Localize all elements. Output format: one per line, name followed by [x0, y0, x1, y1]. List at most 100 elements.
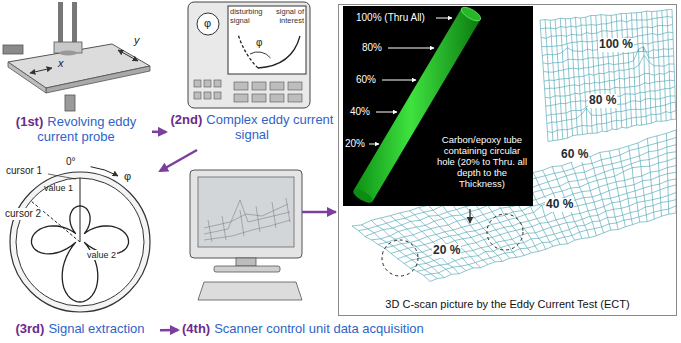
rect-shape: [214, 80, 221, 87]
polyline-shape: [208, 220, 212, 242]
rect-shape: [204, 92, 211, 99]
defect-circle: [382, 240, 418, 276]
rect-shape: [270, 94, 284, 102]
outer-ring: [10, 172, 150, 312]
cursor-label: cursor 2: [4, 208, 42, 220]
mesh-line: [581, 18, 588, 134]
flow-arrow: [152, 131, 166, 134]
step-caption: (1st)Revolving eddy current probe: [0, 114, 152, 144]
mesh-line: [362, 225, 438, 279]
rect-shape: [252, 94, 266, 102]
step-number: (3rd): [15, 321, 44, 336]
value-label: value 2: [86, 250, 117, 260]
keyboard: [198, 282, 302, 300]
rotation-arrow: [91, 167, 118, 176]
line-shape: [369, 144, 379, 145]
axis-label: y: [134, 34, 140, 47]
screen-mesh: [204, 198, 290, 242]
rect-shape: [252, 82, 266, 90]
depth-label: 80 %: [588, 94, 617, 108]
rect-shape: [214, 92, 221, 99]
display: [228, 6, 306, 74]
mesh-line: [606, 15, 612, 129]
depth-label: 60%: [356, 74, 376, 86]
depth-label: 20%: [345, 138, 365, 150]
depth-label: 60 %: [560, 148, 589, 162]
polyline-shape: [272, 202, 276, 228]
depth-label: 20 %: [432, 244, 461, 258]
value-label: value 1: [44, 183, 73, 193]
mesh-line: [652, 12, 657, 122]
lower-probe: [65, 95, 75, 111]
step-number: (1st): [16, 114, 43, 129]
mesh-line: [642, 12, 647, 124]
signal-curve: [258, 36, 300, 68]
mesh-line: [430, 213, 676, 282]
instrument-illustration: [188, 2, 310, 108]
probe-illustration: [3, 2, 150, 111]
computer-illustration: [190, 170, 336, 300]
rect-shape: [194, 92, 201, 99]
buttons: [194, 80, 302, 102]
polar-illustration: [10, 167, 150, 312]
depth-leaders: [369, 18, 452, 144]
rect-shape: [288, 94, 302, 102]
axis-arrow: [118, 50, 138, 61]
mesh-line: [541, 24, 673, 38]
polyline-shape: [240, 210, 244, 236]
mesh-line: [637, 13, 642, 126]
rect-shape: [288, 82, 302, 90]
polyline-shape: [286, 198, 290, 222]
line-shape: [382, 80, 416, 81]
polyline-shape: [256, 206, 260, 232]
step-title: Signal extraction: [48, 321, 144, 336]
angle-arc: [250, 52, 271, 58]
axis-label: x: [58, 57, 64, 70]
figure-caption: 3D C-scan picture by the Eddy Current Te…: [339, 298, 676, 310]
mesh-line: [544, 55, 674, 81]
monitor-base: [214, 266, 280, 272]
monitor: [190, 170, 302, 258]
mesh-line: [352, 226, 430, 282]
angle-symbol: φ: [124, 170, 131, 183]
rect-shape: [234, 94, 248, 102]
mesh-line: [543, 170, 575, 240]
line-shape: [436, 18, 452, 19]
tube-panel: Carbon/epoxy tube containing circular ho…: [343, 6, 533, 206]
step-title: Revolving eddy current probe: [37, 114, 136, 144]
depth-label: 40%: [350, 106, 370, 118]
step-caption: (2nd)Complex eddy current signal: [166, 112, 338, 142]
mesh-line: [424, 206, 677, 275]
probe-coil: [59, 51, 77, 56]
step-number: (2nd): [171, 112, 203, 127]
polyline-shape: [204, 200, 290, 234]
polyline-shape: [204, 220, 290, 240]
flow-arrow: [160, 329, 178, 332]
step-caption: (3rd) Signal extraction: [0, 321, 160, 336]
depth-label: 80%: [362, 42, 382, 54]
signal-label: disturbing signal: [230, 8, 270, 25]
depth-label: 100 %: [598, 38, 634, 52]
step-title: Scanner control unit data acquisition: [214, 321, 424, 336]
mesh-line: [541, 17, 673, 29]
mesh-line: [545, 71, 675, 89]
tube-end: [459, 5, 483, 24]
polyline-shape: [222, 216, 226, 240]
line-shape: [388, 48, 434, 49]
probe-rod: [58, 2, 63, 44]
rect-shape: [234, 82, 248, 90]
depth-label: 100% (Thru All): [356, 12, 425, 24]
step-title: Complex eddy current signal: [206, 112, 333, 142]
step-panel: (1st)Revolving eddy current probe: [0, 0, 152, 155]
signal-label: signal of interest: [270, 8, 304, 25]
axis-arrow: [30, 68, 52, 73]
step-panel: (3rd) Signal extraction: [0, 160, 160, 343]
rect-shape: [194, 80, 201, 87]
leader-line: [48, 174, 76, 179]
instrument-case: [188, 2, 310, 108]
angle-symbol: φ: [204, 17, 211, 30]
flow-arrow: [160, 150, 197, 171]
